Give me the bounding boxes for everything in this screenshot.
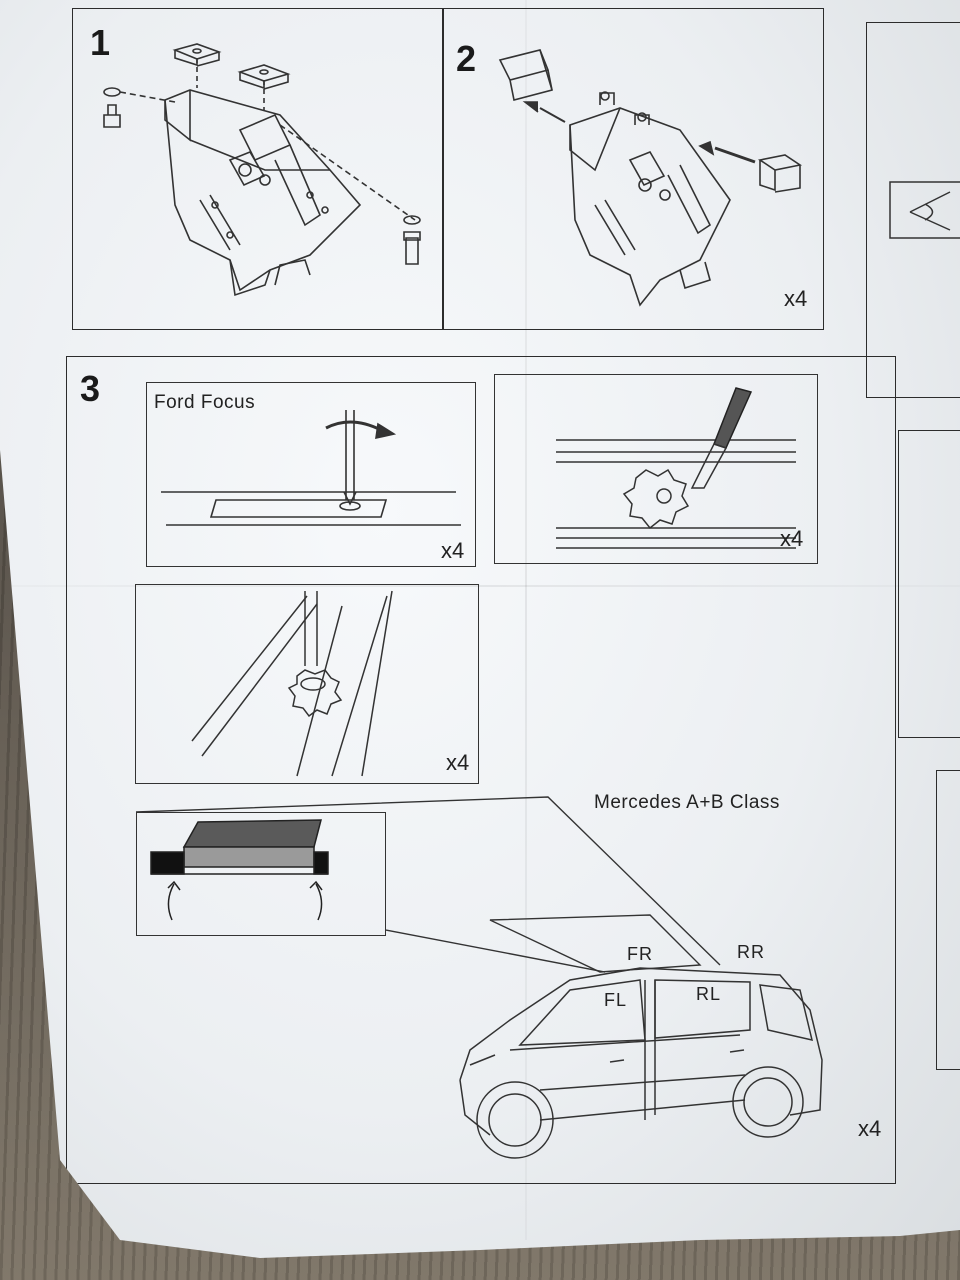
position-rr-label: RR — [737, 942, 765, 962]
screw-quantity: x4 — [446, 750, 470, 775]
step-3-frame — [66, 356, 896, 1184]
position-fr-label: FR — [627, 944, 653, 964]
car-quantity: x4 — [858, 1116, 882, 1141]
rail-cover-drawing — [150, 819, 329, 921]
rail-detail-panel — [136, 812, 386, 936]
scraper-adhesive-drawing — [556, 387, 796, 549]
next-page-panel-middle — [898, 430, 960, 738]
mercedes-car-drawing — [459, 967, 823, 1159]
step-2-quantity: x4 — [784, 286, 808, 311]
position-rl-label: RL — [696, 984, 722, 1004]
ford-focus-quantity: x4 — [441, 538, 465, 563]
position-fl-label: FL — [604, 990, 628, 1010]
scraper-panel — [494, 374, 818, 564]
next-page-panel-bottom — [936, 770, 960, 1070]
bracket-assembly-drawing — [103, 43, 421, 297]
ford-focus-panel — [146, 382, 476, 567]
ford-focus-label: Ford Focus — [154, 392, 256, 413]
step-2-number: 2 — [456, 38, 477, 79]
paper-fold-horizontal — [0, 585, 960, 587]
scraper-quantity: x4 — [780, 526, 804, 551]
next-page-icon-fragment — [889, 181, 960, 239]
mercedes-label: Mercedes A+B Class — [594, 792, 780, 813]
step-1-number: 1 — [90, 22, 111, 63]
bracket-insertion-drawing — [498, 49, 803, 307]
screwdriver-cap-removal-drawing — [161, 410, 461, 526]
paper-fold-vertical — [525, 0, 527, 1240]
step-divider — [442, 8, 444, 330]
step-3-number: 3 — [80, 368, 101, 409]
screw-panel — [135, 584, 479, 784]
steps-1-2-frame — [72, 8, 824, 330]
next-page-panel-top — [866, 22, 960, 398]
screw-insertion-drawing — [191, 590, 393, 777]
